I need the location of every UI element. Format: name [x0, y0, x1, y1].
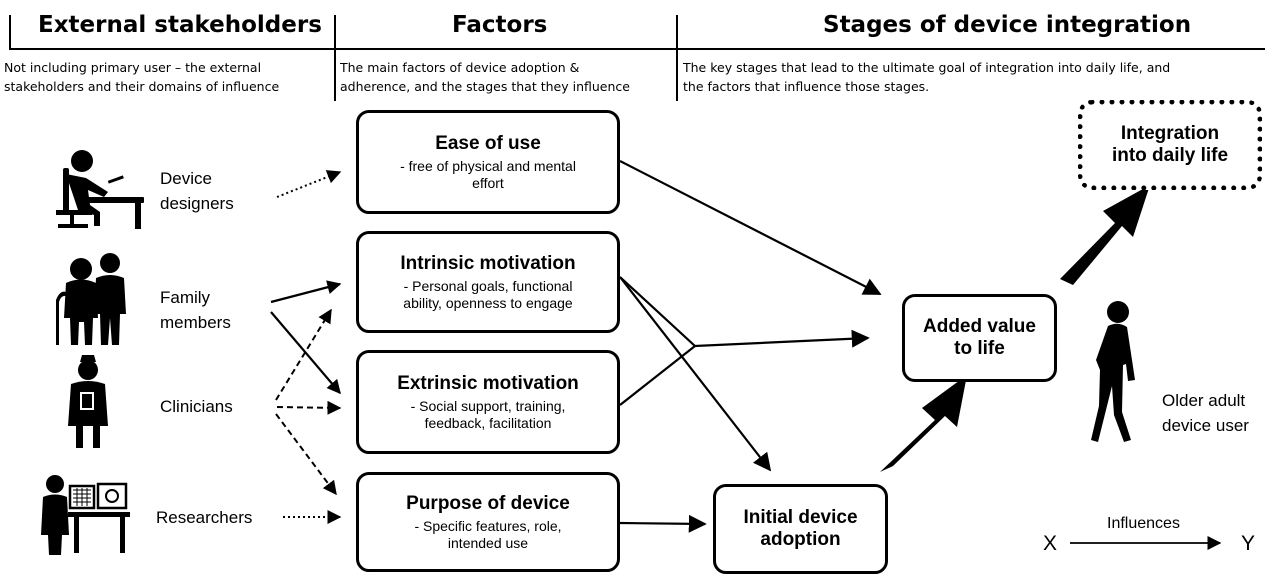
- desk-worker-icon: [56, 150, 144, 229]
- arrow-intrinsic-adoption: [619, 276, 772, 472]
- factor-box-ease-of-use: Ease of use - free of physical and menta…: [356, 110, 620, 214]
- block-arrow-value-integration: [1060, 185, 1150, 285]
- stakeholders-description: Not including primary user – the externa…: [4, 60, 280, 94]
- arrow-clinicians-purpose: [275, 413, 337, 496]
- stage-box-initial-adoption: Initial device adoption: [713, 484, 888, 574]
- factor-box-intrinsic-motivation: Intrinsic motivation - Personal goals, f…: [356, 231, 620, 333]
- legend-y: Y: [1241, 532, 1256, 555]
- stages-column-title: Stages of device integration: [823, 12, 1192, 38]
- stage-box-added-value: Added value to life: [902, 294, 1057, 382]
- arrow-ease-value: [619, 160, 882, 295]
- arrow-purpose-adoption: [619, 514, 707, 533]
- stage-box-integration: Integration into daily life: [1078, 100, 1262, 190]
- arrow-intrinsic-value: [619, 276, 870, 348]
- legend-x: X: [1043, 532, 1058, 555]
- stakeholder-label-designers: Device designers: [160, 169, 234, 213]
- factors-description: The main factors of device adoption & ad…: [340, 60, 630, 94]
- factor-box-extrinsic-motivation: Extrinsic motivation - Social support, t…: [356, 350, 620, 454]
- researcher-computer-icon: [41, 475, 130, 555]
- elderly-couple-icon: [56, 253, 126, 345]
- arrow-extrinsic-junction: [619, 345, 696, 406]
- stages-description: The key stages that lead to the ultimate…: [683, 60, 1171, 94]
- stakeholder-label-clinicians: Clinicians: [160, 397, 233, 416]
- arrow-clinicians-intrinsic: [275, 308, 332, 401]
- block-arrow-adoption-value: [880, 375, 967, 472]
- stakeholder-label-researchers: Researchers: [156, 508, 253, 527]
- walking-person-icon: [1091, 301, 1135, 442]
- header-divider: [676, 15, 678, 101]
- nurse-icon: [68, 355, 108, 448]
- arrow-family-intrinsic: [270, 280, 342, 304]
- header-divider: [334, 15, 336, 101]
- factor-box-purpose-of-device: Purpose of device - Specific features, r…: [356, 472, 620, 572]
- arrow-designers-ease: [276, 170, 342, 198]
- arrow-clinicians-extrinsic: [276, 400, 342, 415]
- header-rule: [9, 48, 1265, 50]
- header-divider: [9, 15, 11, 48]
- factors-column-title: Factors: [452, 12, 548, 38]
- stakeholders-column-title: External stakeholders: [38, 12, 322, 38]
- user-label: Older adult device user: [1162, 391, 1249, 435]
- stakeholder-label-family: Family members: [160, 288, 231, 332]
- legend-label: Influences: [1107, 515, 1180, 532]
